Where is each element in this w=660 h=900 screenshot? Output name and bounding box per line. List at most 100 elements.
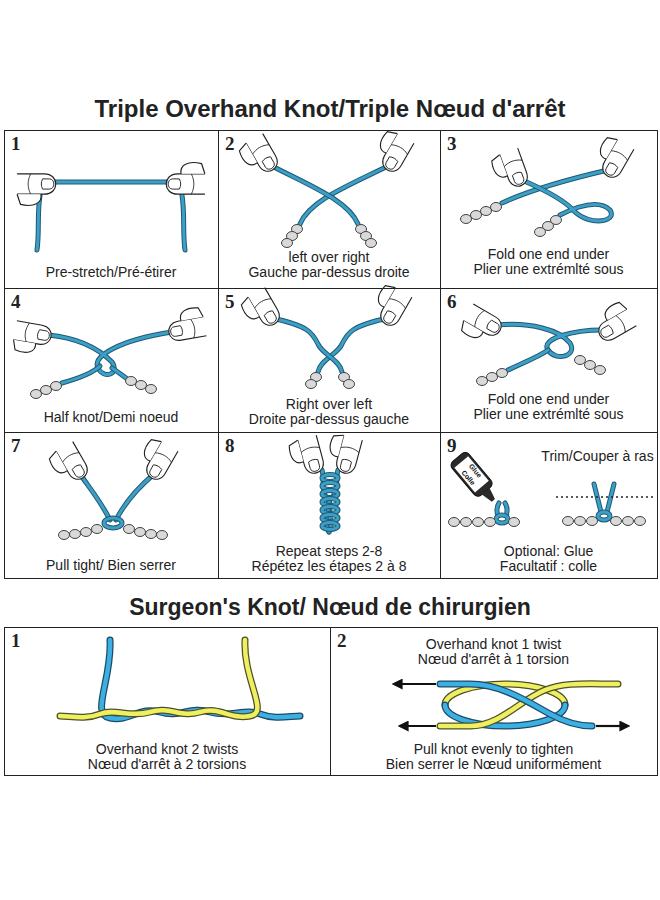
cord	[50, 181, 172, 184]
bead	[51, 382, 62, 391]
step-number: 1	[11, 133, 41, 155]
bead	[41, 386, 52, 395]
pull-arrow	[596, 725, 626, 727]
caption: Nœud d'arrêt à 1 torsion	[331, 651, 656, 667]
bead	[135, 528, 146, 537]
knot	[598, 512, 610, 520]
step-number: 8	[225, 435, 255, 457]
bead	[344, 380, 355, 389]
hand	[165, 306, 206, 342]
step-panel: 9Trim/Couper à rasOptional: GlueFacultat…	[440, 432, 658, 579]
section-heading: Surgeon's Knot/ Nœud de chirurgien	[0, 594, 660, 620]
caption: Repeat steps 2-8	[219, 543, 439, 559]
step-number: 4	[11, 291, 41, 313]
hand	[166, 163, 205, 195]
bead	[146, 530, 157, 539]
knot-panel: 1Overhand knot 2 twistsNœud d'arrêt à 2 …	[4, 627, 331, 776]
yellow-cord	[60, 640, 257, 717]
hand	[17, 174, 56, 206]
hand	[490, 148, 530, 192]
cord	[594, 484, 601, 512]
hand	[287, 435, 325, 478]
cord	[272, 318, 342, 372]
knot	[598, 512, 610, 520]
bead	[623, 517, 634, 526]
step-number: 5	[225, 291, 255, 313]
cord	[522, 180, 611, 221]
step-panel: 3Fold one end underPlier une extrémlté s…	[440, 130, 658, 289]
bead	[481, 207, 492, 216]
caption: Facultatif : colle	[441, 558, 656, 574]
caption: Overhand knot 2 twists	[5, 741, 329, 757]
bead	[136, 381, 147, 390]
cord	[498, 324, 602, 356]
caption: Optional: Glue	[441, 543, 656, 559]
cord	[300, 165, 390, 224]
cord	[62, 366, 100, 383]
cord	[318, 318, 388, 372]
blue-cord	[440, 684, 592, 726]
bead	[366, 239, 377, 248]
hand	[12, 321, 53, 357]
bead	[70, 530, 81, 539]
glue-bottle	[449, 450, 502, 507]
bead	[461, 518, 472, 527]
hand	[590, 134, 634, 180]
hand	[590, 300, 636, 344]
knot	[104, 518, 122, 528]
cord	[607, 484, 614, 512]
bead	[449, 518, 460, 527]
cord	[80, 474, 110, 520]
hand	[134, 436, 178, 482]
bead	[563, 517, 574, 526]
bead	[157, 531, 168, 540]
caption: Droite par-dessus gauche	[219, 411, 439, 427]
cord	[498, 324, 602, 356]
caption: Pull tight/ Bien serrer	[5, 557, 217, 573]
step-number: 2	[225, 133, 255, 155]
bead	[306, 380, 317, 389]
blue-cord	[102, 640, 300, 719]
caption: Half knot/Demi noeud	[5, 409, 217, 425]
caption: Répétez les étapes 2 à 8	[219, 558, 439, 574]
step-panel: 7Pull tight/ Bien serrer	[4, 432, 219, 579]
cord	[522, 180, 611, 221]
caption: Fold one end under	[441, 246, 656, 262]
cord	[300, 165, 390, 224]
caption: Nœud d'arrêt à 2 torsions	[5, 756, 329, 772]
pull-arrow	[396, 683, 436, 685]
bead	[491, 203, 502, 212]
caption: Overhand knot 1 twist	[331, 636, 656, 652]
step-number: 3	[447, 133, 477, 155]
cord	[594, 484, 601, 512]
knot	[496, 515, 508, 523]
bead	[477, 377, 488, 386]
cord	[50, 180, 172, 185]
cord	[180, 186, 185, 250]
cord	[270, 165, 358, 224]
bead	[473, 518, 484, 527]
bead	[59, 531, 70, 540]
cord	[607, 484, 614, 512]
hand	[458, 304, 504, 348]
bottle-nozzle	[482, 488, 497, 504]
blue-cord	[102, 640, 300, 719]
bead	[146, 385, 157, 394]
bead	[282, 239, 293, 248]
bead	[81, 528, 92, 537]
step-panel: 1Pre-stretch/Pré-étirer	[4, 130, 219, 289]
hand	[370, 128, 414, 174]
bead	[92, 525, 103, 534]
step-number: 2	[337, 630, 367, 652]
caption: Plier une extrémlté sous	[441, 261, 656, 277]
step-panel: 8Repeat steps 2-8Répétez les étapes 2 à …	[218, 432, 441, 579]
bead	[575, 356, 586, 365]
yellow-cord	[60, 640, 257, 717]
bead	[485, 518, 496, 527]
cord	[112, 368, 126, 378]
caption: Bien serrer le Nœud uniformément	[331, 756, 656, 772]
hand	[47, 442, 91, 488]
pull-arrow	[402, 725, 436, 727]
